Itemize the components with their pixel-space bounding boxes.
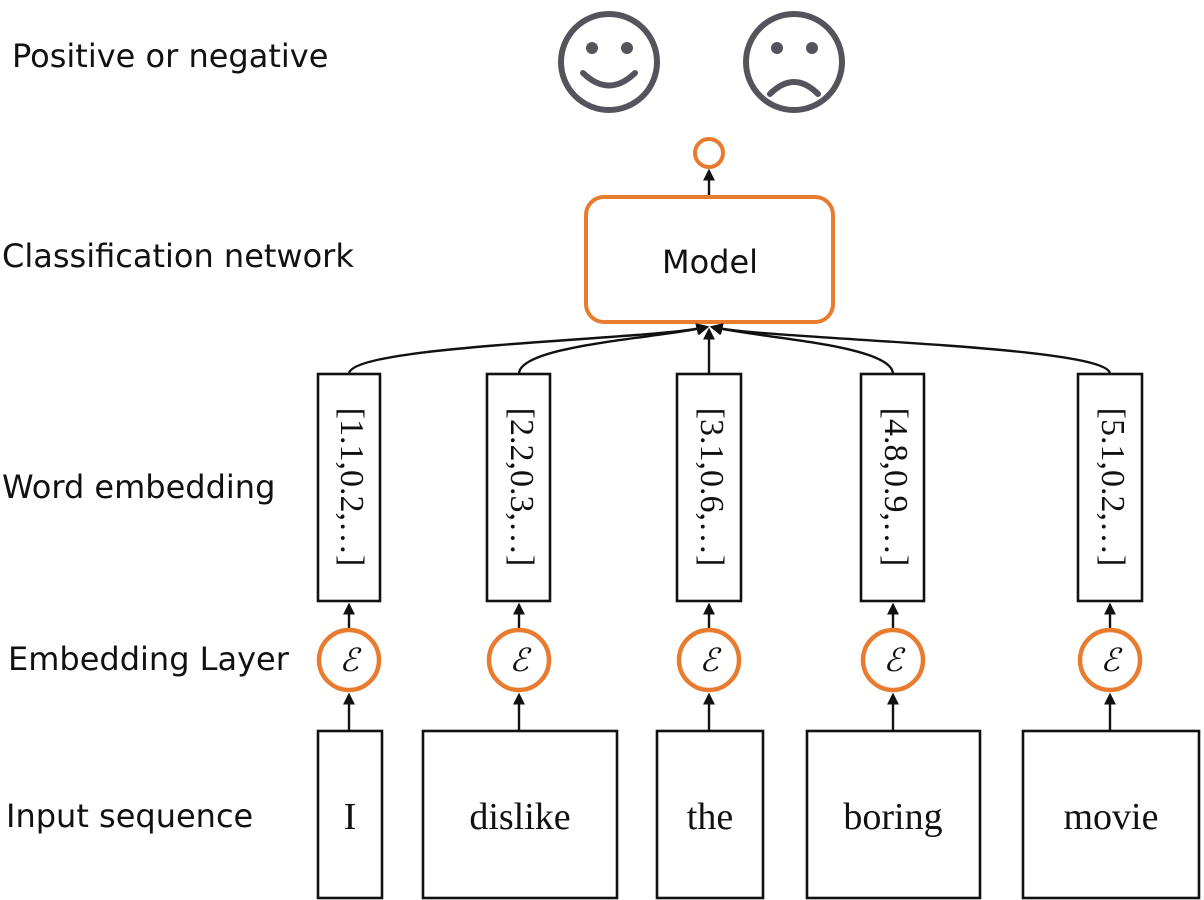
label-embedding-layer: Embedding Layer [8, 640, 290, 678]
embedding-vector-box [316, 372, 382, 603]
input-token-text: dislike [469, 796, 570, 838]
embedding-vector-box [675, 372, 743, 603]
embedding-symbol: ℰ [1100, 641, 1123, 679]
embedding-vector-box [1076, 372, 1144, 603]
embedding-symbol: ℰ [339, 641, 362, 679]
model-box: Model [584, 195, 835, 324]
input-token-text: boring [843, 796, 942, 838]
token-column-3: [3.1,0.6,…] ℰ the [655, 372, 765, 900]
input-token-box [1021, 729, 1201, 900]
embedding-layer-node [486, 627, 552, 693]
model-label: Model [662, 243, 758, 281]
embedding-symbol: ℰ [883, 641, 906, 679]
embedding-vector-box [485, 372, 552, 603]
embedding-symbol: ℰ [509, 641, 532, 679]
input-token-text: I [344, 796, 357, 838]
input-token-box [316, 729, 384, 900]
smiley-face-icon [558, 11, 660, 113]
input-token-box [421, 729, 619, 900]
input-token-box [655, 729, 765, 900]
input-token-box [805, 729, 982, 900]
embedding-vector-text: [4.8,0.9,…] [877, 408, 914, 567]
embedding-vector-box [859, 372, 926, 603]
token-column-4: [4.8,0.9,…] ℰ boring [805, 372, 982, 900]
token-column-5: [5.1,0.2,…] ℰ movie [1021, 372, 1201, 900]
label-classification-network: Classification network [2, 237, 354, 275]
embedding-vector-text: [1.1,0.2,…] [333, 408, 370, 567]
embedding-vector-text: [5.1,0.2,…] [1094, 408, 1131, 567]
embedding-layer-node [860, 627, 926, 693]
label-word-embedding: Word embedding [2, 468, 275, 506]
sad-face-icon [743, 11, 845, 113]
embedding-to-model-connections [347, 323, 1112, 375]
token-column-1: [1.1,0.2,…] ℰ I [316, 372, 384, 900]
label-positive-or-negative: Positive or negative [12, 37, 328, 75]
embedding-symbol: ℰ [699, 641, 722, 679]
output-node [693, 137, 725, 169]
embedding-layer-node [676, 627, 742, 693]
label-input-sequence: Input sequence [6, 797, 253, 835]
input-token-text: movie [1064, 796, 1159, 838]
token-column-2: [2.2,0.3,…] ℰ dislike [421, 372, 619, 900]
embedding-layer-node [1077, 627, 1143, 693]
embedding-layer-node [316, 627, 382, 693]
embedding-vector-text: [2.2,0.3,…] [503, 408, 540, 567]
embedding-vector-text: [3.1,0.6,…] [693, 408, 730, 567]
input-token-text: the [687, 796, 733, 838]
